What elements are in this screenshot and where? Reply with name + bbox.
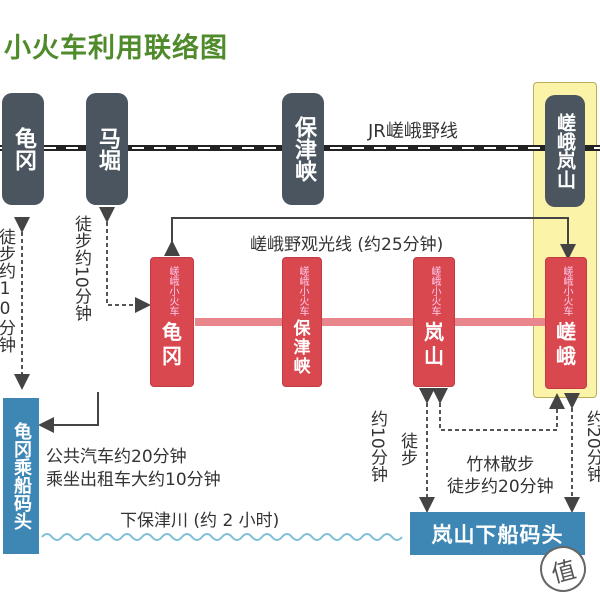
transfer-arrow [38, 392, 99, 433]
bamboo-walk-time: 徒步约20分钟 [447, 477, 554, 497]
walk-label-arashiyama: 徒步 [397, 432, 417, 466]
river-wave [41, 533, 403, 541]
river-label: 下保津川 (约 2 小时) [120, 511, 280, 531]
torokko-station-saga[interactable]: 嵯峨小火车 嵯峨 [545, 257, 587, 389]
torokko-badge: 嵯峨小火车 [561, 266, 572, 316]
torokko-station-hozukyo[interactable]: 嵯峨小火车 保津峡 [282, 257, 322, 387]
walk-label-kameoka: 徒步约10分钟 [0, 228, 15, 353]
bus-transfer-label: 公共汽车约20分钟 [46, 447, 187, 467]
station-name: 嵯峨 [556, 320, 576, 368]
taxi-transfer-label: 乘坐出租车大约10分钟 [46, 470, 221, 490]
bamboo-walk-title: 竹林散步 [466, 455, 535, 475]
sightseeing-line-label: 嵯峨野观光线 (约25分钟) [250, 235, 444, 255]
walk-label-umahori: 徒步约10分钟 [71, 215, 91, 322]
torokko-station-arashiyama[interactable]: 嵯峨小火车 岚山 [413, 257, 455, 387]
torokko-badge: 嵯峨小火车 [167, 266, 178, 316]
station-name: 龟冈 [162, 320, 182, 368]
sightseeing-arrow [164, 217, 576, 260]
station-name: 保津峡 [293, 319, 311, 377]
jr-station-hozukyo[interactable]: 保津峡 [282, 93, 324, 205]
station-name: 龟冈 [11, 127, 36, 171]
bamboo-walk-arrow [432, 388, 565, 431]
walk-label-saga: 约20分钟 [583, 410, 600, 483]
pier-kameoka[interactable]: 龟冈乘船码头 [3, 398, 39, 554]
jr-station-saga-arashiyama[interactable]: 嵯峨岚山 [545, 95, 585, 207]
walk-label-arashiyama-time: 约10分钟 [367, 410, 387, 483]
jr-station-umahori[interactable]: 马堀 [86, 93, 128, 205]
station-name: 嵯峨岚山 [554, 113, 576, 189]
station-name: 保津峡 [291, 116, 316, 182]
bamboo-walk-label: 竹林散步 徒步约20分钟 [447, 454, 554, 498]
torokko-badge: 嵯峨小火车 [429, 266, 440, 316]
umahori-walk-arrow [99, 207, 151, 313]
jr-station-kameoka[interactable]: 龟冈 [2, 93, 44, 205]
jr-line-label: JR嵯峨野线 [368, 121, 458, 142]
torokko-station-kameoka[interactable]: 嵯峨小火车 龟冈 [150, 257, 194, 387]
pier-name: 龟冈乘船码头 [11, 422, 32, 530]
page-title: 小火车利用联络图 [4, 33, 228, 64]
station-name: 岚山 [424, 320, 444, 368]
station-name: 马堀 [95, 127, 120, 171]
torokko-badge: 嵯峨小火车 [297, 266, 308, 316]
